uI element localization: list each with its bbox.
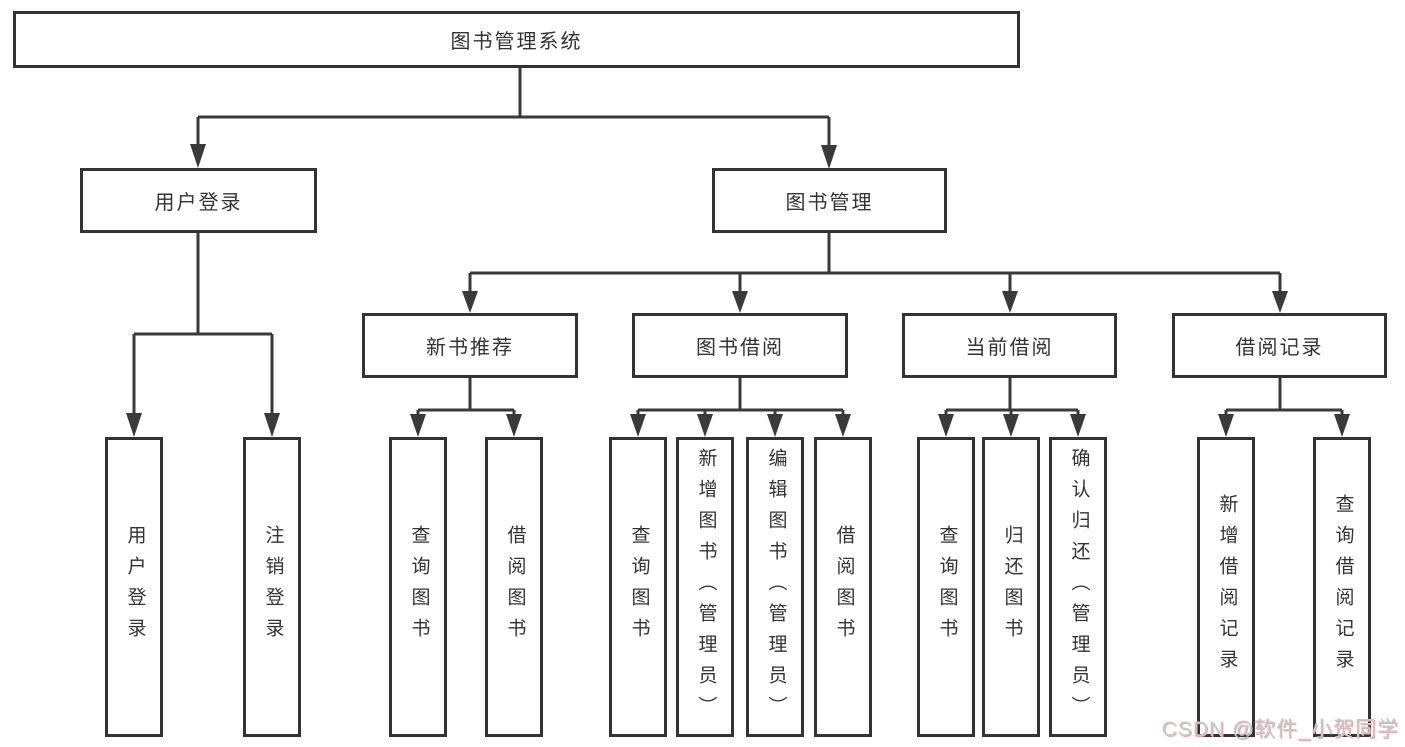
leaf-user-login-label: 用户登录 — [124, 525, 146, 649]
leaf-borrow-add-admin-label: 新增图书（管理员） — [695, 447, 717, 727]
csdn-watermark: CSDN @软件_小贺同学 — [1161, 718, 1399, 741]
leaf-borrow-borrow-label: 借阅图书 — [833, 525, 855, 649]
leaf-records-add: 新增借阅记录 — [1197, 437, 1255, 737]
leaf-user-login: 用户登录 — [105, 437, 163, 737]
node-new-book-recommend: 新书推荐 — [362, 313, 578, 378]
leaf-current-confirm-admin: 确认归还（管理员） — [1049, 437, 1107, 737]
leaf-records-query-label: 查询借阅记录 — [1332, 494, 1354, 680]
leaf-logout-label: 注销登录 — [262, 525, 284, 649]
leaf-borrow-edit-admin: 编辑图书（管理员） — [746, 437, 804, 737]
node-user-login: 用户登录 — [80, 168, 317, 233]
node-borrow-records: 借阅记录 — [1172, 313, 1387, 378]
leaf-borrow-query-label: 查询图书 — [628, 525, 650, 649]
leaf-borrow-borrow: 借阅图书 — [814, 437, 872, 737]
node-borrow-records-label: 借阅记录 — [1235, 337, 1324, 359]
node-new-book-recommend-label: 新书推荐 — [426, 337, 514, 359]
leaf-current-return-label: 归还图书 — [1001, 525, 1023, 649]
leaf-newbook-borrow: 借阅图书 — [485, 437, 543, 737]
node-root-label: 图书管理系统 — [450, 31, 583, 53]
leaf-newbook-query: 查询图书 — [389, 437, 447, 737]
leaf-current-query: 查询图书 — [917, 437, 975, 737]
leaf-current-query-label: 查询图书 — [936, 525, 958, 649]
leaf-newbook-query-label: 查询图书 — [408, 525, 430, 649]
leaf-borrow-query: 查询图书 — [609, 437, 667, 737]
leaf-logout: 注销登录 — [243, 437, 301, 737]
node-current-borrow-label: 当前借阅 — [965, 337, 1054, 359]
leaf-records-add-label: 新增借阅记录 — [1216, 494, 1238, 680]
leaf-current-return: 归还图书 — [982, 437, 1040, 737]
leaf-borrow-edit-admin-label: 编辑图书（管理员） — [765, 447, 787, 727]
leaf-records-query: 查询借阅记录 — [1313, 437, 1371, 737]
leaf-newbook-borrow-label: 借阅图书 — [504, 525, 526, 649]
leaf-borrow-add-admin: 新增图书（管理员） — [676, 437, 734, 737]
node-book-borrow: 图书借阅 — [632, 313, 848, 378]
node-current-borrow: 当前借阅 — [902, 313, 1117, 378]
node-book-borrow-label: 图书借阅 — [696, 337, 784, 359]
node-book-management: 图书管理 — [712, 168, 947, 233]
node-user-login-label: 用户登录 — [154, 192, 243, 214]
leaf-current-confirm-admin-label: 确认归还（管理员） — [1068, 447, 1090, 727]
node-root: 图书管理系统 — [13, 11, 1020, 68]
node-book-management-label: 图书管理 — [785, 192, 874, 214]
